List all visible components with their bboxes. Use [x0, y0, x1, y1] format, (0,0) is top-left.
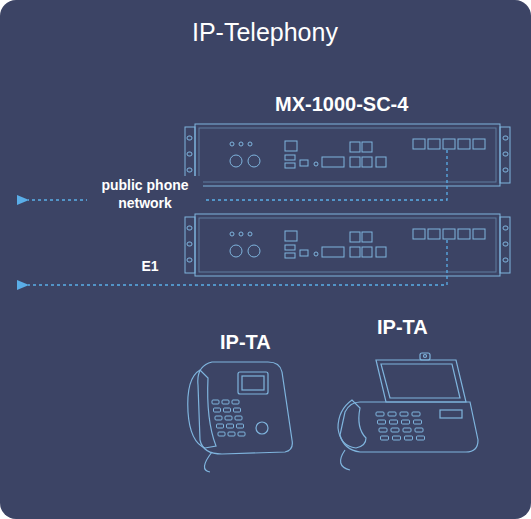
link-label: E1	[127, 257, 173, 275]
diagram-title: IP-Telephony	[192, 18, 338, 47]
node-text: IP-TA	[220, 331, 271, 354]
phone-label: IP-TA	[220, 331, 271, 354]
node-text: IP-TA	[377, 316, 428, 339]
phone-label: IP-TA	[377, 316, 428, 339]
node-text: MX-1000-SC-4	[275, 93, 408, 116]
link-label: public phone network	[87, 176, 203, 212]
device-label: MX-1000-SC-4	[275, 93, 408, 116]
